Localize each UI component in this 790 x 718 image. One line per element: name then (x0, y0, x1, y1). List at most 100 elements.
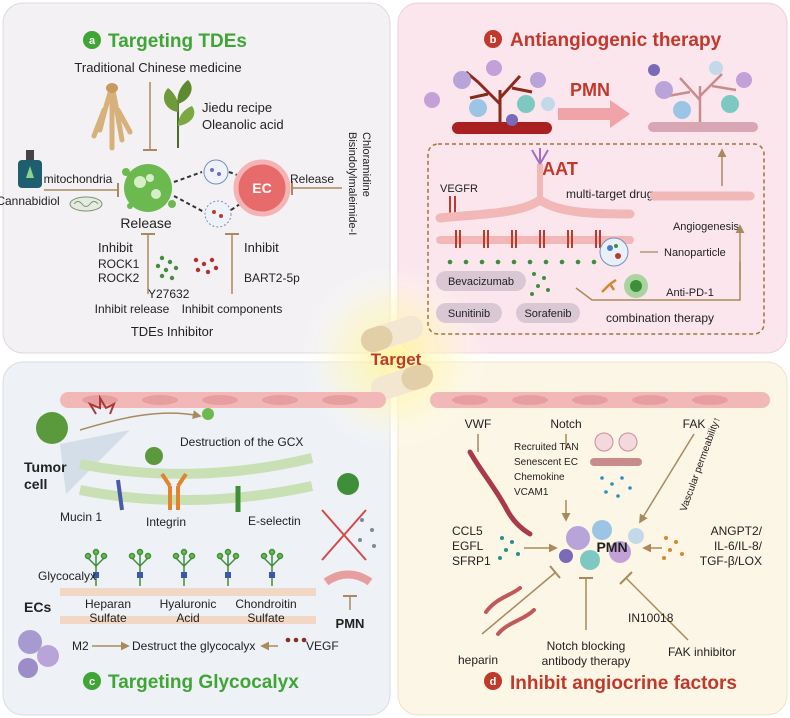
badge-d (484, 672, 502, 690)
pmn-cell-icon (321, 473, 373, 586)
glycocalyx-base-icon (93, 572, 275, 578)
inhibit-left-label: Inhibit (98, 240, 133, 255)
mitochondria-label: mitochondria (44, 172, 113, 186)
rock2-label: ROCK2 (98, 271, 140, 285)
plant-leaf-icon (163, 80, 195, 148)
exosome-icon (203, 159, 232, 228)
cannabidiol-label: Cannabidiol (0, 194, 60, 208)
badge-a-label: a (89, 35, 96, 47)
exosome-link-1 (173, 171, 203, 183)
chloramidine-label: Chloramidine (360, 132, 372, 197)
membrane-lower (79, 481, 314, 506)
panel-c-pmn-label: PMN (336, 616, 365, 631)
exosome-link-4 (230, 203, 241, 211)
badge-d-label: d (490, 676, 497, 688)
heparan-label-1: Heparan (85, 597, 131, 611)
green-dots-icon (155, 255, 179, 281)
vwf-label: VWF (465, 417, 492, 431)
fak-inhibitor-label: FAK inhibitor (668, 645, 736, 659)
receptor-row-icon (455, 230, 601, 248)
m2-label: M2 (72, 639, 89, 653)
hyaluronic-label-2: Acid (176, 611, 199, 625)
panel-d-pmn-label: PMN (596, 539, 627, 555)
sorafenib-label: Sorafenib (524, 308, 571, 320)
teal-dots-icon (498, 536, 520, 560)
heparin-label: heparin (458, 653, 498, 667)
panel-d-background (397, 361, 788, 716)
nanoparticle-label: Nanoparticle (664, 247, 726, 259)
tgf-label: TGF-β/LOX (700, 554, 762, 568)
fak-inhibit-line (625, 577, 689, 641)
combination-bracket (575, 262, 741, 301)
notch-block-label-2: antibody therapy (542, 654, 631, 668)
ecs-label: ECs (24, 599, 51, 615)
panel-a-title: Targeting TDEs (108, 31, 247, 52)
ec-layer-bottom (60, 616, 316, 624)
panel-d-title: Inhibit angiocrine factors (510, 673, 737, 694)
angpt2-label: ANGPT2/ (711, 524, 763, 538)
inhibit-right-label: Inhibit (244, 240, 279, 255)
badge-a (83, 31, 101, 49)
sorafenib-pill (516, 303, 580, 323)
mucin-label: Mucin 1 (60, 510, 102, 524)
chondroitin-label-2: Sulfate (247, 611, 285, 625)
destruction-gcx-label: Destruction of the GCX (180, 435, 303, 449)
fak-label: FAK (683, 417, 706, 431)
tumor-label: Tumor (24, 459, 67, 475)
panel-b-title: Antiangiogenic therapy (510, 30, 722, 51)
pmn-arrow-label: PMN (570, 80, 610, 100)
mitochondria-icon (69, 196, 103, 212)
aat-label: AAT (542, 159, 578, 179)
vegfr-label: VEGFR (440, 183, 478, 195)
orange-dots-icon (662, 536, 684, 560)
hyaluronic-label-1: Hyaluronic (160, 597, 217, 611)
badge-b-label: b (490, 34, 497, 46)
rock1-label: ROCK1 (98, 257, 140, 271)
heparin-inhibit-line (481, 571, 557, 635)
bevacizumab-label: Bevacizumab (448, 276, 514, 288)
m2-macrophage-icon (18, 630, 59, 678)
eselectin-label: E-selectin (248, 514, 301, 528)
recruited-tan-label: Recruited TAN (514, 442, 579, 453)
y27632-label: Y27632 (148, 287, 190, 301)
destruct-label: Destruct the glycocalyx (132, 639, 255, 653)
angiogenesis-label: Angiogenesis (673, 221, 740, 233)
tumor-cell-icon (36, 394, 214, 465)
chemokine-dots-icon (600, 476, 632, 498)
oleanolic-label: Oleanolic acid (202, 117, 284, 132)
endothelial-row-top (430, 392, 770, 408)
pmn-cluster-icon (559, 520, 644, 570)
ec-layer-top (60, 588, 316, 596)
tan-cell-icon (590, 432, 642, 466)
vcam1-label: VCAM1 (514, 487, 549, 498)
capsule-icon (360, 315, 434, 401)
fak-inhibit-bar (619, 571, 633, 585)
mucin-icon (116, 479, 124, 511)
worm-icon (484, 586, 536, 636)
sunitinib-pill (436, 303, 502, 323)
target-label: Target (371, 350, 422, 369)
glycocalyx-label: Glycocalyx (38, 569, 96, 583)
senescent-ec-label: Senescent EC (514, 457, 578, 468)
notch-block-label-1: Notch blocking (547, 639, 626, 653)
antibody-icon (601, 274, 648, 298)
vessel-wall-upper (435, 194, 635, 223)
sunitinib-label: Sunitinib (448, 308, 490, 320)
release-left-label: Release (120, 215, 172, 231)
anti-pd1-label: Anti-PD-1 (666, 287, 714, 299)
badge-c (83, 672, 101, 690)
badge-c-label: c (89, 676, 95, 688)
bevacizumab-pill (436, 271, 526, 291)
green-drug-dots-icon (447, 259, 597, 265)
panel-a-background (2, 2, 391, 354)
blood-vessel-icon (452, 70, 552, 134)
gcx-destruction-arrow (79, 410, 202, 431)
jiedu-label: Jiedu recipe (202, 100, 272, 115)
chemokine-label: Chemokine (514, 472, 565, 483)
in10018-label: IN10018 (628, 611, 674, 625)
bart-label: BART2-5p (244, 271, 300, 285)
vwf-strand-icon (467, 449, 533, 537)
nanoparticle-icon (599, 237, 629, 267)
